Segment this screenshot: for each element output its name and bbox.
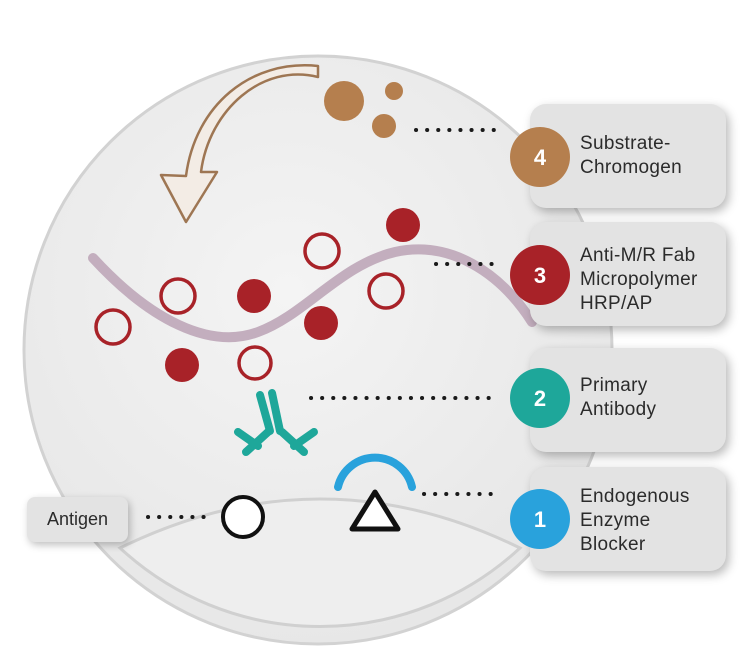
polymer-backbone <box>88 244 537 343</box>
enzyme-dot-filled <box>237 279 271 313</box>
antigen-label: Antigen <box>46 509 109 529</box>
step-3-number: 3 <box>534 263 546 288</box>
step-4-badge: 4 <box>510 127 570 187</box>
step-1-line-1: Endogenous <box>580 486 690 507</box>
step-3-line-2: Micropolymer <box>580 269 698 290</box>
substrate-dot-large <box>324 81 364 121</box>
step-1-label: Endogenous Enzyme Blocker <box>580 485 690 557</box>
enzyme-dot-filled <box>304 306 338 340</box>
enzyme-dot-open <box>303 232 341 270</box>
step-1-badge: 1 <box>510 489 570 549</box>
enzyme-dot-filled <box>386 208 420 242</box>
substrate-dot-medium <box>372 114 396 138</box>
step-2-line-2: Antibody <box>580 399 657 420</box>
step-4-number: 4 <box>534 145 547 170</box>
step-1-line-3: Blocker <box>580 534 646 555</box>
blocker-arc <box>334 453 416 491</box>
enzyme-dot-filled <box>165 348 199 382</box>
step-1-number: 1 <box>534 507 546 532</box>
step-4-label: Substrate- Chromogen <box>580 132 682 180</box>
step-2-number: 2 <box>534 386 546 411</box>
triangle-icon <box>349 489 401 532</box>
step-4-line-1: Substrate- <box>580 133 671 154</box>
cell-surface <box>117 497 523 628</box>
antigen-card: Antigen <box>27 497 128 542</box>
step-2-label: Primary Antibody <box>580 374 656 422</box>
enzyme-dot-open <box>159 277 197 315</box>
step-1-line-2: Enzyme <box>580 510 651 531</box>
step-3-label: Anti-M/R Fab Micropolymer HRP/AP <box>580 244 698 316</box>
step-3-badge: 3 <box>510 245 570 305</box>
leader-lines <box>146 128 499 519</box>
step-3-line-1: Anti-M/R Fab <box>580 245 696 266</box>
enzyme-dot-open <box>237 345 273 381</box>
substrate-dot-small <box>385 82 403 100</box>
curved-arrow <box>159 64 320 224</box>
step-4-line-2: Chromogen <box>580 157 682 178</box>
enzyme-dot-open <box>367 272 405 310</box>
step-2-line-1: Primary <box>580 375 648 396</box>
antibody-icon <box>234 389 318 456</box>
step-3-line-3: HRP/AP <box>580 293 653 314</box>
enzyme-dot-open <box>94 308 132 346</box>
antigen-circle <box>221 495 265 539</box>
step-2-badge: 2 <box>510 368 570 428</box>
